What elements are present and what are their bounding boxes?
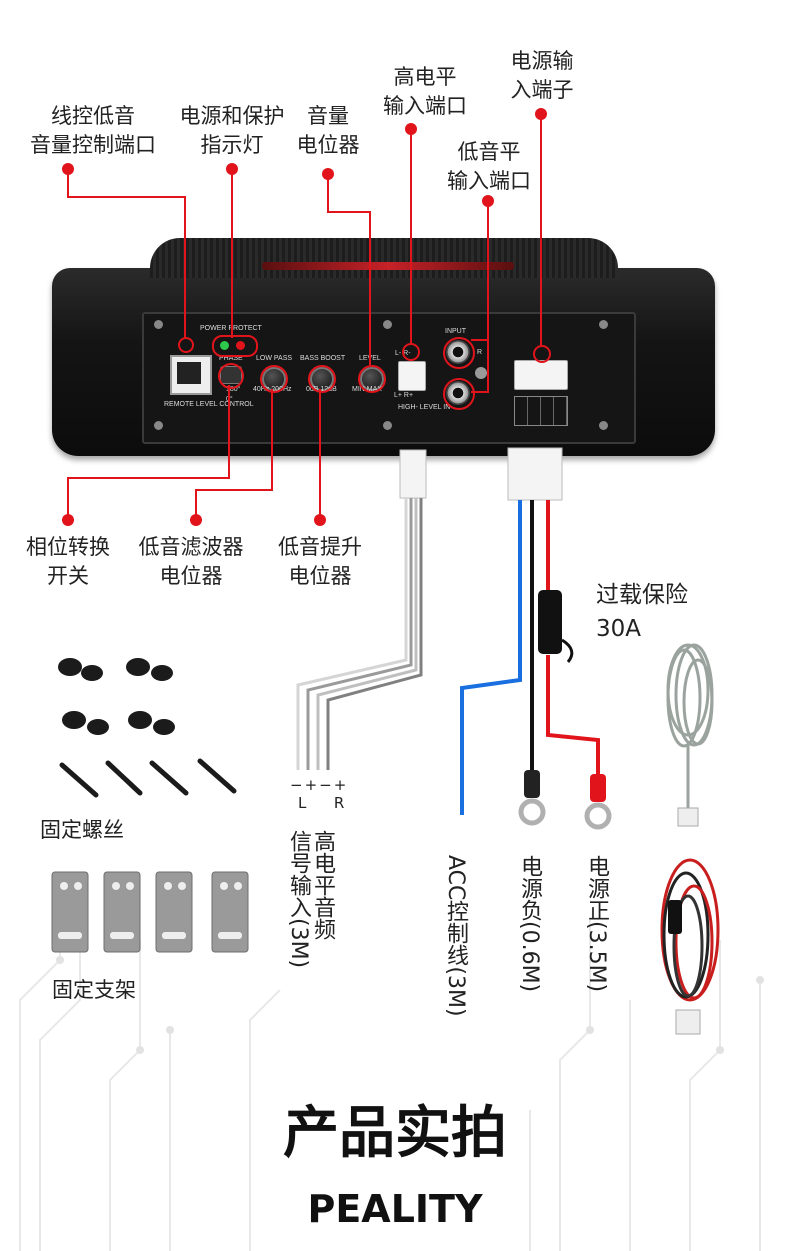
leader-dot [62,163,74,175]
panel-screw [154,320,163,329]
panel-screw [599,421,608,430]
high-level-in-label: HIGH- LEVEL IN [398,404,451,411]
cables-drawing [296,447,714,830]
input-label: INPUT [445,328,466,335]
label-high-level: 高电平 输入端口 [383,65,467,118]
remote-label: REMOTE LEVEL CONTROL [164,401,254,408]
label-low-level: 低音平 输入端口 [447,140,531,193]
panel-screw [383,320,392,329]
phase-180-label: 180° [226,386,241,393]
highlight-phase [218,363,244,389]
label-remote-port: 线控低音 音量控制端口 [30,104,156,157]
signal-plug [399,449,427,499]
leader-dot [226,163,238,175]
leader-dot [190,514,202,526]
highlight-rca-r [443,337,475,369]
label-screws: 固定螺丝 [40,818,124,842]
input-r-label: R [477,349,483,356]
label-bass-boost: 低音提升 电位器 [278,535,362,588]
highlight-level [358,365,386,393]
leader-dot [62,514,74,526]
lr-terminal-signs: −+−+ [290,776,349,794]
leader-lines [67,115,542,520]
label-negative: 电源负(0.6M) [517,855,542,993]
label-acc: ACC控制线(3M) [443,855,468,1017]
screws-group [58,658,237,798]
ground-screw [475,367,487,379]
leader-dot [322,168,334,180]
panel-screw [154,421,163,430]
page-subtitle: PEALITY [307,1187,483,1231]
background-circuit-pattern [19,880,764,1251]
label-phase: 相位转换 开关 [26,535,110,588]
leader-dot [482,195,494,207]
power-terminal[interactable] [514,360,568,390]
power-protect-label: POWER PROTECT [200,325,262,332]
high-level-bottom-label: L+ R+ [394,392,414,399]
highlight-rca-l [443,378,475,410]
panel-screw [383,421,392,430]
positive-wire [546,500,600,778]
brackets-group [51,871,249,953]
red-light-strip [262,262,514,270]
protect-led [236,341,245,350]
label-positive: 电源正(3.5M) [584,855,609,993]
page-title: 产品实拍 [283,1101,507,1166]
phase-label: PHASE [219,355,243,362]
label-power-input: 电源输 入端子 [510,49,574,102]
spare-grey-cable [666,643,714,810]
panel-screw [599,320,608,329]
power-plug [507,447,563,501]
highlight-bassboost [308,365,336,393]
label-signal-audio: 高电平音频 信号输入(3M) [286,830,335,969]
remote-port-socket [177,362,201,384]
leader-dot [405,123,417,135]
power-terminal-legend [514,396,568,426]
acc-wire [460,500,522,815]
leader-dot [535,108,547,120]
leader-dot [314,514,326,526]
label-fuse: 过载保险 30A [596,582,688,642]
highlight-leds [212,335,258,357]
spare-power-harness [660,858,720,1035]
label-power-indicator: 电源和保护 指示灯 [179,104,285,157]
fuse-holder [538,590,562,654]
label-brackets: 固定支架 [52,978,136,1002]
label-volume: 音量 电位器 [296,104,360,157]
power-led [220,341,229,350]
bass-boost-label: BASS BOOST [300,355,346,362]
label-low-pass: 低音滤波器 电位器 [138,535,244,588]
highlight-lowpass [260,365,288,393]
low-pass-label: LOW PASS [256,355,293,362]
high-level-connector[interactable] [398,361,426,391]
lr-letters: L R [298,794,351,812]
